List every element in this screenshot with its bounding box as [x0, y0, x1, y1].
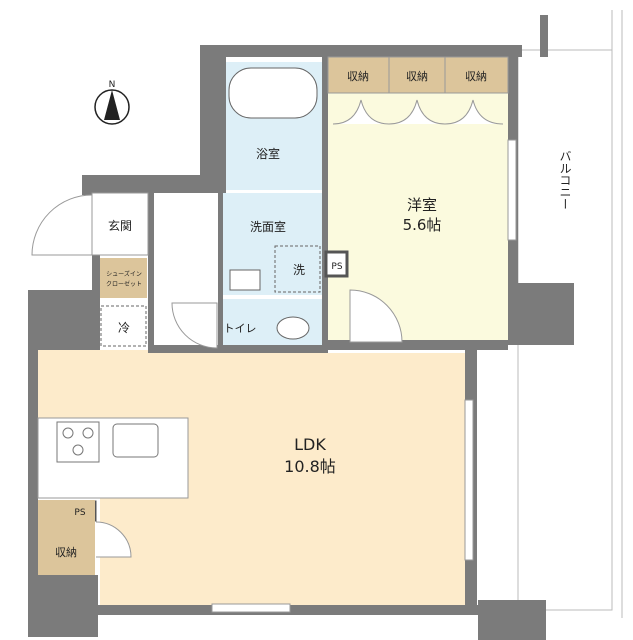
- north-arrow-icon: [104, 90, 120, 120]
- ldk-size: 10.8帖: [284, 457, 336, 476]
- shoe-closet-label-1: シューズイン: [106, 270, 142, 278]
- shoe-closet: [100, 258, 147, 298]
- sink-icon: [229, 269, 261, 291]
- toilet-icon: [276, 316, 310, 340]
- ps-label-upper: PS: [331, 262, 342, 272]
- storage-door: [95, 521, 132, 558]
- corridor-door: [171, 302, 218, 349]
- bath-label: 浴室: [256, 146, 280, 161]
- western-room-size: 5.6帖: [403, 216, 442, 234]
- fridge-space: [100, 305, 147, 347]
- fridge-label: 冷: [118, 321, 130, 335]
- entrance-door: [31, 194, 93, 256]
- closet-doors: [332, 99, 504, 125]
- washer-space: [274, 245, 321, 293]
- ps-label-lower: PS: [74, 508, 85, 518]
- ldk-label: LDK: [294, 435, 326, 454]
- western-room-door: [349, 289, 403, 343]
- kitchen-sink: [112, 423, 159, 458]
- storage-label-1: 収納: [347, 70, 369, 83]
- storage-label-2: 収納: [406, 70, 428, 83]
- storage-closet: [327, 56, 509, 94]
- western-window: [507, 139, 517, 241]
- washroom-label: 洗面室: [250, 219, 286, 234]
- bathtub: [228, 67, 318, 119]
- balcony-label: バルコニー: [558, 150, 572, 210]
- north-label: N: [109, 80, 116, 90]
- ldk-window-bottom: [211, 603, 291, 613]
- north-compass: N: [94, 80, 130, 125]
- stove-icon: [56, 421, 100, 463]
- ps-shaft-upper: [324, 250, 349, 278]
- toilet-label: トイレ: [224, 322, 257, 335]
- western-room-label: 洋室: [407, 196, 437, 214]
- entrance-label: 玄関: [108, 218, 132, 233]
- shoe-closet-label-2: クローゼット: [106, 280, 142, 288]
- ldk-storage: [38, 500, 95, 575]
- ldk-area: [38, 350, 465, 605]
- washer-label: 洗: [293, 263, 305, 277]
- entrance-area: [91, 192, 149, 256]
- storage-label-3: 収納: [465, 70, 487, 83]
- ldk-window-right: [464, 399, 474, 561]
- ldk-storage-label: 収納: [55, 546, 77, 559]
